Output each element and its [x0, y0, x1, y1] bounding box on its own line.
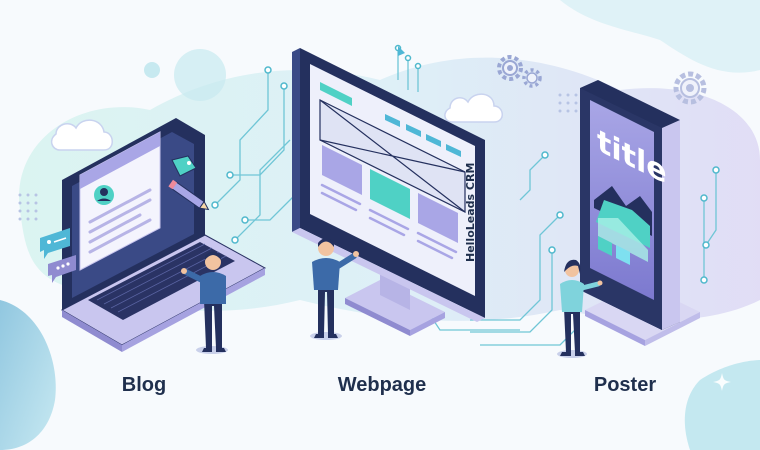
- gear-icon: [497, 55, 523, 81]
- background-dot: [174, 49, 226, 101]
- caption-blog: Blog: [121, 374, 167, 396]
- person-blog: [181, 251, 228, 354]
- background-blob-top: [560, 0, 760, 73]
- laptop-device: [60, 118, 267, 352]
- circuit-lines: [214, 48, 717, 346]
- cloud-icon: [444, 93, 503, 123]
- sparkle-icon: [713, 373, 731, 391]
- person-poster: [557, 259, 603, 358]
- content-block: [598, 236, 612, 256]
- content-block: [370, 169, 410, 219]
- gear-icon: [673, 71, 707, 105]
- circuit-nodes: [211, 44, 720, 294]
- monitor-device: HelloLeads CRM: [292, 46, 485, 336]
- cloud-icon: [50, 119, 113, 151]
- gear-icon: [522, 68, 542, 88]
- background-dot: [144, 62, 160, 78]
- poster-kiosk: title: [580, 80, 700, 346]
- chat-bubble-icon: [48, 255, 76, 283]
- chat-bubble-icon: [40, 228, 70, 259]
- kiosk-side: [662, 120, 680, 330]
- dot-pattern: [558, 93, 578, 113]
- corner-blob-right: [684, 360, 760, 450]
- caption-webpage: Webpage: [337, 374, 427, 396]
- pencil-icon: [168, 179, 210, 211]
- dot-pattern: [18, 193, 38, 221]
- person-webpage: [310, 238, 359, 340]
- content-block: [616, 245, 630, 265]
- corner-blob-left: [0, 300, 56, 450]
- monitor-stand-base: [345, 280, 445, 330]
- caption-poster: Poster: [593, 374, 657, 396]
- content-block: [418, 193, 458, 243]
- tag-icon: [171, 155, 197, 177]
- content-block: [322, 145, 362, 195]
- monitor-brand-text: HelloLeads CRM: [464, 163, 477, 262]
